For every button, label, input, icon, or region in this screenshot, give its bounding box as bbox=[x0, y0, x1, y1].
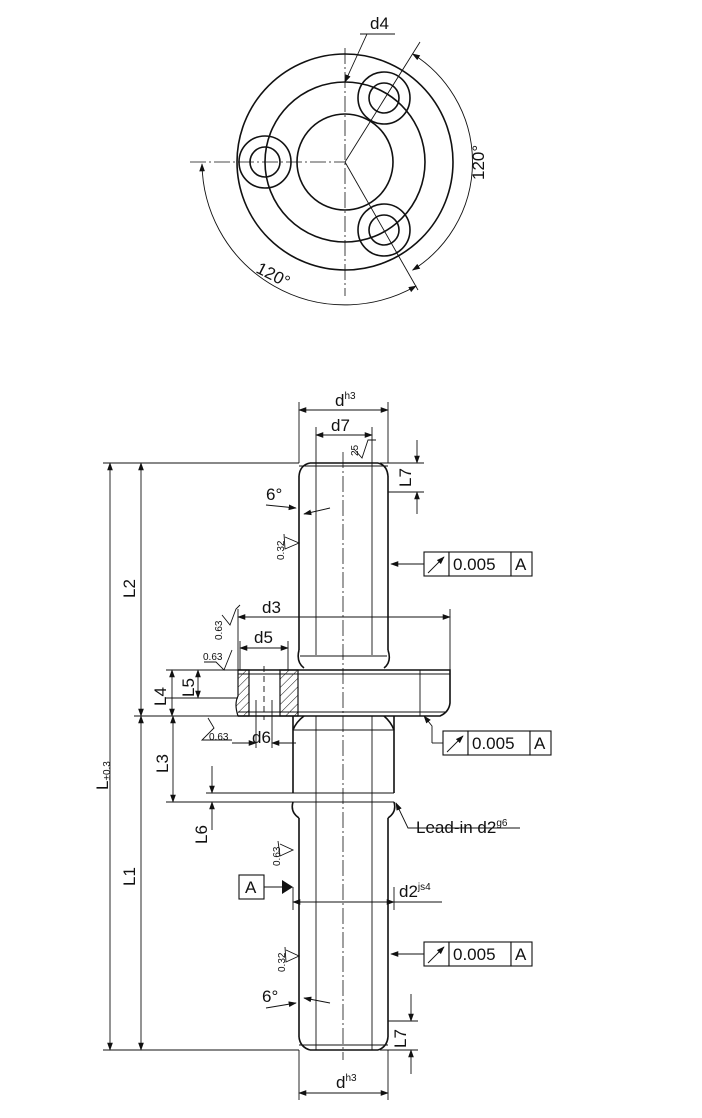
flange bbox=[235, 666, 451, 720]
angle-arc-left bbox=[199, 163, 417, 306]
L3-label: L3 bbox=[153, 754, 172, 773]
lead-in-label: Lead-in d2 bbox=[416, 818, 496, 837]
roughness-063-a: 0.63 bbox=[214, 620, 225, 640]
dim-d3: d3 0.63 bbox=[214, 598, 451, 670]
L-total-tol: ±0.3 bbox=[102, 761, 113, 781]
runout-callout-top: 0.005 A bbox=[390, 551, 533, 577]
datum-A: A bbox=[238, 874, 293, 900]
flange-section-right bbox=[279, 669, 299, 717]
d-bottom-sup: h3 bbox=[345, 1073, 357, 1084]
L5-label: L5 bbox=[179, 678, 198, 697]
flange-section-left bbox=[235, 669, 250, 717]
d6-label: d6 bbox=[252, 728, 271, 747]
upper-shaft bbox=[297, 462, 391, 669]
L2-label: L2 bbox=[120, 579, 139, 598]
runout-callout-mid: 0.005 A bbox=[423, 715, 552, 756]
d5-label: d5 bbox=[254, 628, 273, 647]
radial-line-upper bbox=[344, 41, 421, 163]
L-total-label: L bbox=[93, 781, 112, 790]
d-top-label: d bbox=[335, 391, 344, 410]
svg-text:d2js4: d2js4 bbox=[399, 882, 431, 901]
angle-6-top-label: 6° bbox=[266, 485, 282, 504]
dim-d6: d6 0.63 bbox=[200, 716, 296, 748]
dim-d-bottom: dh3 bbox=[298, 1050, 389, 1100]
angle-arc-right bbox=[411, 53, 473, 271]
svg-text:dh3: dh3 bbox=[335, 391, 356, 410]
runout-mid-datum: A bbox=[534, 734, 546, 753]
lead-in-sup: g6 bbox=[496, 818, 508, 829]
d2-sup: js4 bbox=[417, 882, 431, 893]
datum-A-label: A bbox=[245, 878, 257, 897]
dim-L4-L5: L5 L4 bbox=[134, 669, 238, 717]
d-top-sup: h3 bbox=[344, 391, 356, 402]
dim-d2: d2js4 bbox=[292, 882, 442, 910]
svg-text:Lead-in d2g6: Lead-in d2g6 bbox=[416, 818, 508, 837]
runout-top-value: 0.005 bbox=[453, 555, 496, 574]
angle-6-bottom: 6° bbox=[262, 987, 331, 1009]
d-bottom-label: d bbox=[336, 1073, 345, 1092]
L7-bottom-label: L7 bbox=[391, 1029, 410, 1048]
runout-bottom-datum: A bbox=[515, 945, 527, 964]
runout-mid-value: 0.005 bbox=[472, 734, 515, 753]
runout-top-datum: A bbox=[515, 555, 527, 574]
runout-bottom-value: 0.005 bbox=[453, 945, 496, 964]
svg-text:L±0.3: L±0.3 bbox=[93, 761, 113, 790]
angle-6-top: 6° bbox=[265, 485, 331, 516]
roughness-032-bottom: 0.32 bbox=[277, 946, 301, 972]
dim-d7: d7 25 bbox=[315, 416, 376, 463]
top-view: d4 120° 120° bbox=[190, 14, 488, 306]
roughness-032-top: 0.32 bbox=[276, 533, 301, 560]
svg-text:0.32: 0.32 bbox=[276, 540, 287, 560]
angle-6-bottom-label: 6° bbox=[262, 987, 278, 1006]
side-view: dh3 d7 25 L7 6° 0.32 bbox=[93, 391, 552, 1100]
lower-shaft bbox=[291, 715, 396, 1051]
radial-line-lower bbox=[344, 161, 419, 291]
dim-d5: d5 0.63 bbox=[203, 628, 289, 671]
L7-top-label: L7 bbox=[396, 468, 415, 487]
roughness-063-b: 0.63 bbox=[203, 652, 223, 663]
runout-callout-bottom: 0.005 A bbox=[390, 941, 533, 967]
lead-in-callout: Lead-in d2g6 bbox=[395, 802, 520, 837]
d3-label: d3 bbox=[262, 598, 281, 617]
dim-length-chains: L±0.3 L2 L1 L3 L6 bbox=[93, 462, 299, 1051]
L6-label: L6 bbox=[192, 825, 211, 844]
angle-120-right: 120° bbox=[469, 145, 488, 180]
hole-right-top bbox=[357, 71, 411, 125]
svg-text:0.32: 0.32 bbox=[277, 952, 288, 972]
L4-label: L4 bbox=[151, 687, 170, 706]
svg-text:dh3: dh3 bbox=[336, 1073, 357, 1092]
roughness-063-c: 0.63 bbox=[209, 732, 229, 743]
L1-label: L1 bbox=[120, 867, 139, 886]
svg-text:0.63: 0.63 bbox=[272, 846, 283, 866]
dim-d-top: dh3 bbox=[298, 391, 389, 463]
roughness-063-d: 0.63 bbox=[272, 840, 295, 866]
dim-L7-top: L7 bbox=[380, 440, 424, 514]
roughness-25: 25 bbox=[350, 444, 361, 456]
d2-label: d2 bbox=[399, 882, 418, 901]
d4-label: d4 bbox=[370, 14, 389, 33]
d7-label: d7 bbox=[331, 416, 350, 435]
angle-120-left: 120° bbox=[253, 259, 293, 292]
dim-L7-bottom: L7 bbox=[380, 994, 418, 1074]
